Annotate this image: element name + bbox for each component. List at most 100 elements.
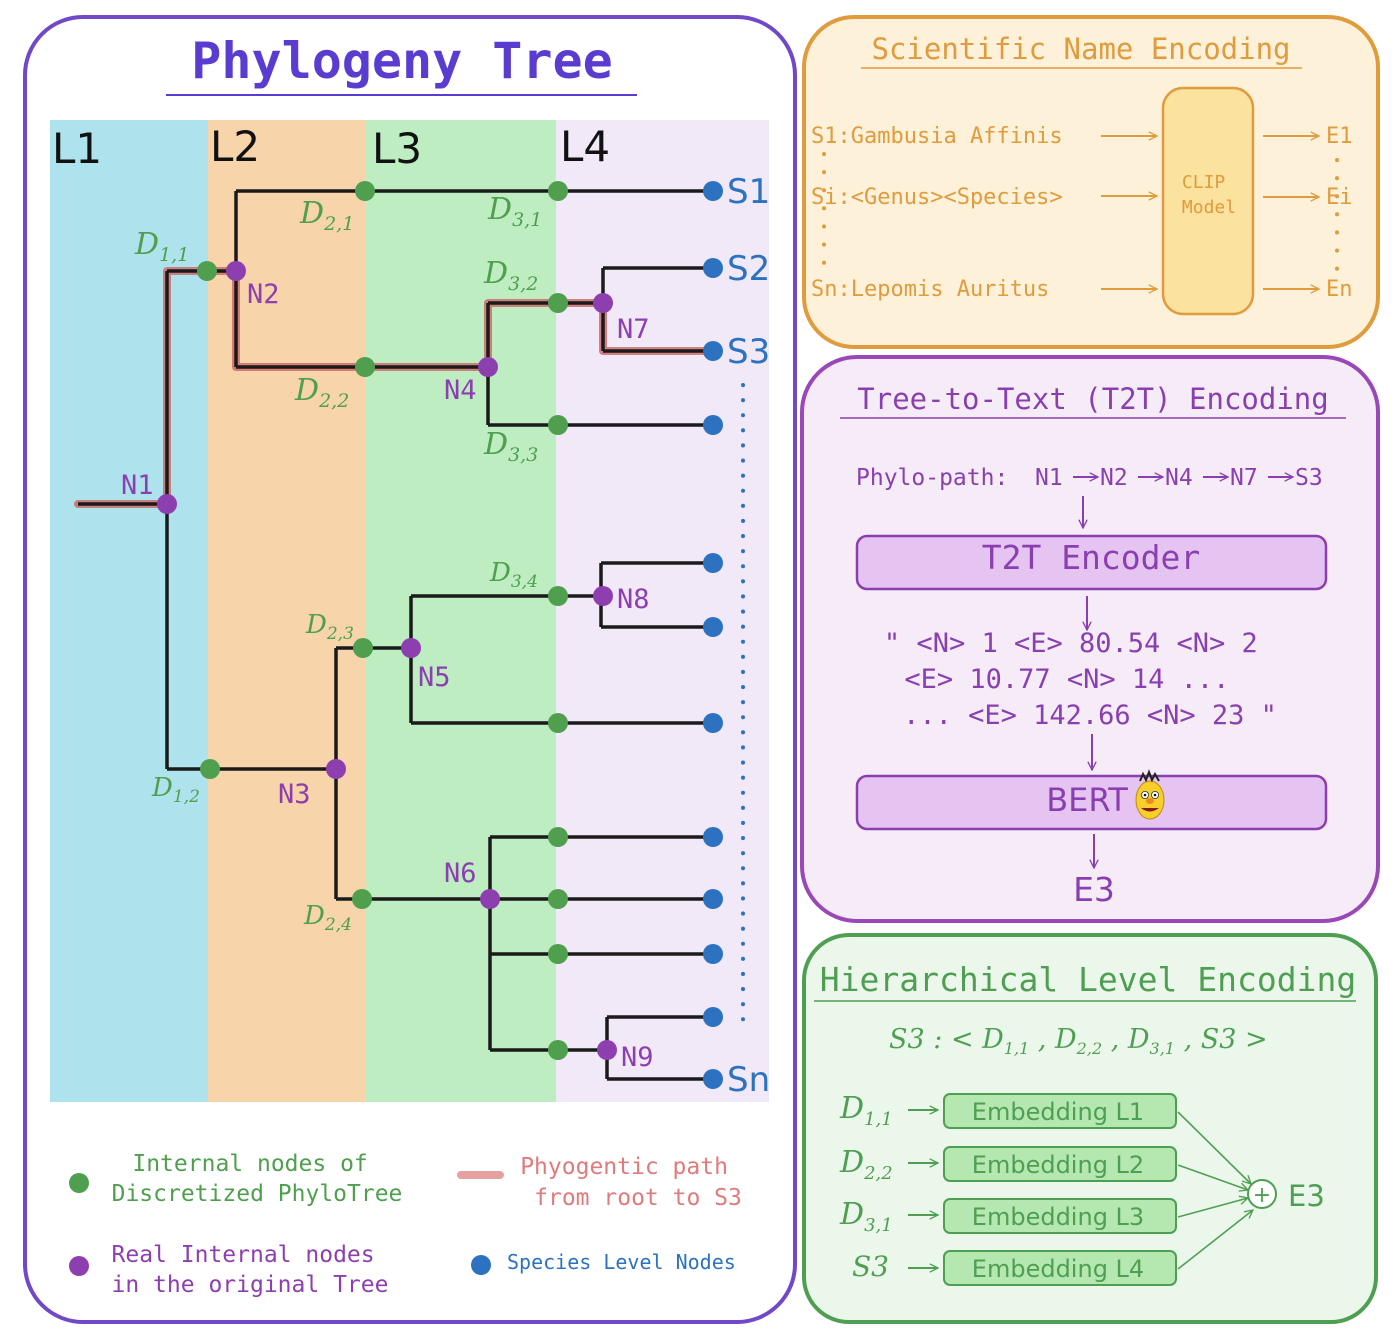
embedding-l1-label: Embedding L1 <box>972 1098 1144 1126</box>
d-label-2-3: D2,3 <box>305 610 354 644</box>
species-node <box>703 415 723 435</box>
discretized-node <box>548 293 568 313</box>
hle-input-d31: D3,1 <box>839 1197 893 1236</box>
phylo-path-s3: S3 <box>1295 465 1323 491</box>
sci-output-en: En <box>1326 277 1353 302</box>
t2t-panel: Tree-to-Text (T2T) Encoding Phylo-path: … <box>800 355 1380 923</box>
d-label-1-1: D1,1 <box>134 227 189 266</box>
t2t-title: Tree-to-Text (T2T) Encoding <box>857 382 1328 416</box>
d-label-3-1: D3,1 <box>487 192 542 231</box>
scientific-name-panel: Scientific Name Encoding CLIP Model S1:G… <box>802 15 1380 349</box>
d-label-2-2: D2,2 <box>294 373 349 412</box>
internal-node-n6 <box>480 889 500 909</box>
node-label-n9: N9 <box>621 1042 654 1073</box>
level-band-l3 <box>366 120 556 1102</box>
discretized-node <box>548 827 568 847</box>
discretized-node <box>355 181 375 201</box>
hle-input-d11: D1,1 <box>839 1091 893 1130</box>
sum-operator-icon <box>1247 1179 1277 1209</box>
level-label-l4: L4 <box>560 122 610 171</box>
species-node <box>703 1007 723 1027</box>
t2t-text-output: " <N> 1 <E> 80.54 <N> 2 <E> 10.77 <N> 14… <box>884 628 1277 731</box>
species-label-sn: Sn <box>727 1060 770 1100</box>
hle-sequence: S3 : < D1,1 , D2,2 , D3,1 , S3 > <box>889 1024 1268 1058</box>
species-node <box>703 889 723 909</box>
internal-node-n9 <box>597 1040 617 1060</box>
hle-title: Hierarchical Level Encoding <box>820 960 1356 999</box>
hle-merge-arrow-4 <box>1177 1210 1253 1270</box>
hle-panel: Hierarchical Level Encoding S3 : < D1,1 … <box>802 933 1378 1324</box>
node-label-n7: N7 <box>617 314 650 345</box>
species-label-s2: S2 <box>727 249 770 289</box>
internal-node-n3 <box>326 759 346 779</box>
internal-node-n4 <box>478 357 498 377</box>
discretized-node <box>197 261 217 281</box>
node-label-n2: N2 <box>247 279 280 310</box>
discretized-node <box>548 889 568 909</box>
bert-box <box>855 774 1328 831</box>
clip-model-box <box>1161 86 1255 316</box>
species-label-s1: S1 <box>727 172 770 212</box>
level-band-l4 <box>556 120 769 1102</box>
embedding-l2-label: Embedding L2 <box>972 1151 1144 1179</box>
species-label-s3: S3 <box>727 332 770 372</box>
internal-node-n2 <box>226 261 246 281</box>
t2t-output-e3: E3 <box>1073 870 1115 909</box>
phylo-path-label: Phylo-path: <box>856 465 1008 491</box>
discretized-node <box>200 759 220 779</box>
legend-green-text: Internal nodes of Discretized PhyloTree <box>112 1151 403 1207</box>
d-label-3-2: D3,2 <box>483 256 538 295</box>
sum-operator-symbol: + <box>1253 1183 1271 1208</box>
node-label-n8: N8 <box>617 584 650 615</box>
species-node <box>703 1069 723 1089</box>
phylo-path-n1: N1 <box>1035 465 1063 491</box>
species-node <box>703 181 723 201</box>
legend-blue-dot <box>471 1255 491 1275</box>
species-node <box>703 713 723 733</box>
bert-character-icon <box>1135 769 1165 820</box>
node-label-n3: N3 <box>278 779 311 810</box>
discretized-node <box>355 357 375 377</box>
species-node <box>703 617 723 637</box>
embedding-l3-box <box>943 1198 1177 1234</box>
discretized-node <box>548 181 568 201</box>
t2t-encoder-label: T2T Encoder <box>982 538 1201 577</box>
hle-merge-arrow-1 <box>1177 1111 1251 1184</box>
embedding-l2-box <box>943 1146 1177 1182</box>
hle-merge-arrow-3 <box>1177 1198 1248 1218</box>
legend-green-dot <box>69 1173 89 1193</box>
hle-input-s3: S3 <box>852 1250 889 1283</box>
sci-input-sn: Sn:Lepomis Auritus <box>811 277 1049 302</box>
bert-label: BERT <box>1046 781 1128 819</box>
species-node <box>703 553 723 573</box>
internal-node-n8 <box>593 586 613 606</box>
discretized-node <box>548 944 568 964</box>
d-label-3-3: D3,3 <box>483 427 538 466</box>
phylogeny-panel: Phylogeny Tree L1 L2 L3 L4 <box>23 15 797 1324</box>
d-label-2-1: D2,1 <box>299 196 354 235</box>
node-label-n5: N5 <box>418 662 451 693</box>
embedding-l1-box <box>943 1093 1177 1129</box>
level-label-l2: L2 <box>210 122 260 171</box>
t2t-encoder-box <box>855 534 1328 591</box>
sci-input-s1: S1:Gambusia Affinis <box>811 124 1063 149</box>
level-band-l1 <box>50 120 208 1102</box>
node-label-n4: N4 <box>444 375 477 406</box>
internal-node-n1 <box>157 494 177 514</box>
tree-legend: Internal nodes of Discretized PhyloTree … <box>69 1151 742 1298</box>
discretized-node <box>548 586 568 606</box>
phylo-path-n7: N7 <box>1230 465 1258 491</box>
embedding-l4-label: Embedding L4 <box>972 1255 1144 1283</box>
discretized-node <box>353 638 373 658</box>
hle-input-d22: D2,2 <box>839 1145 893 1184</box>
phylo-path-n2: N2 <box>1100 465 1128 491</box>
internal-node-n5 <box>401 638 421 658</box>
d-label-1-2: D1,2 <box>151 773 200 807</box>
species-node <box>703 341 723 361</box>
scientific-name-title: Scientific Name Encoding <box>871 32 1290 66</box>
embedding-l3-label: Embedding L3 <box>972 1203 1144 1231</box>
legend-blue-text: Species Level Nodes <box>507 1250 736 1274</box>
discretized-node <box>548 1040 568 1060</box>
discretized-node <box>548 713 568 733</box>
